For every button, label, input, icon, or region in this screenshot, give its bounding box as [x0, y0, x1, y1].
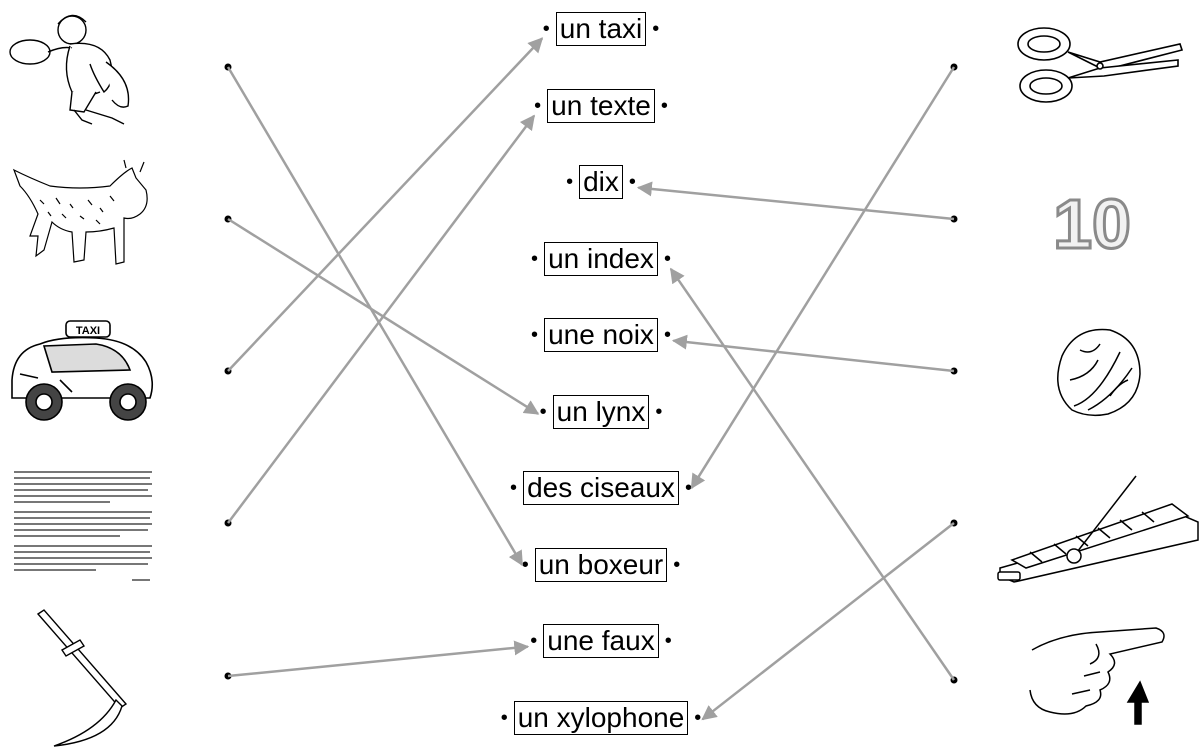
boxer-image: [9, 14, 130, 125]
connection-arrow: [701, 522, 955, 721]
taxi-image: TAXI: [11, 320, 154, 421]
word-label: un texte: [547, 89, 655, 123]
word-label: un index: [544, 242, 658, 276]
word-label: une faux: [543, 624, 659, 658]
number-ten-text: 10: [1053, 185, 1131, 263]
word-label: des ciseaux: [523, 471, 679, 505]
word-item[interactable]: •des ciseaux•: [510, 471, 692, 505]
lynx-image: [12, 159, 148, 265]
word-item[interactable]: •une noix•: [531, 318, 671, 352]
number-ten-image: 10: [1052, 184, 1133, 265]
word-item[interactable]: •un boxeur•: [521, 548, 681, 582]
text-document-image: [14, 471, 152, 581]
connection-arrow: [227, 37, 544, 372]
word-item[interactable]: •dix•: [566, 165, 636, 199]
word-item[interactable]: •un texte•: [534, 89, 668, 123]
word-item[interactable]: •un lynx•: [539, 395, 663, 429]
connection-arrow: [671, 334, 955, 373]
word-item[interactable]: •un xylophone•: [500, 701, 702, 735]
word-label: un boxeur: [534, 548, 668, 582]
connection-dots: [224, 63, 958, 684]
connection-arrow: [636, 181, 955, 221]
word-label: une noix: [544, 318, 658, 352]
connection-arrow: [227, 114, 536, 524]
connection-arrow: [690, 66, 956, 490]
word-label: un xylophone: [513, 701, 689, 735]
connection-arrow: [226, 66, 524, 567]
connection-lines: [226, 37, 956, 721]
word-item[interactable]: •un index•: [531, 242, 671, 276]
pointing-index-finger-image: [1029, 627, 1165, 725]
word-label: un taxi: [555, 12, 647, 46]
scythe-image: [36, 609, 128, 747]
word-label: un lynx: [552, 395, 650, 429]
word-item[interactable]: •une faux•: [530, 624, 672, 658]
xylophone-image: [997, 475, 1199, 583]
word-item[interactable]: •un taxi•: [542, 12, 660, 46]
connection-arrow: [227, 640, 530, 678]
connection-arrow: [669, 267, 956, 681]
scissors-image: [1017, 27, 1184, 103]
walnut-image: [1057, 328, 1141, 417]
word-label: dix: [579, 165, 623, 199]
taxi-sign-text: TAXI: [76, 325, 100, 337]
